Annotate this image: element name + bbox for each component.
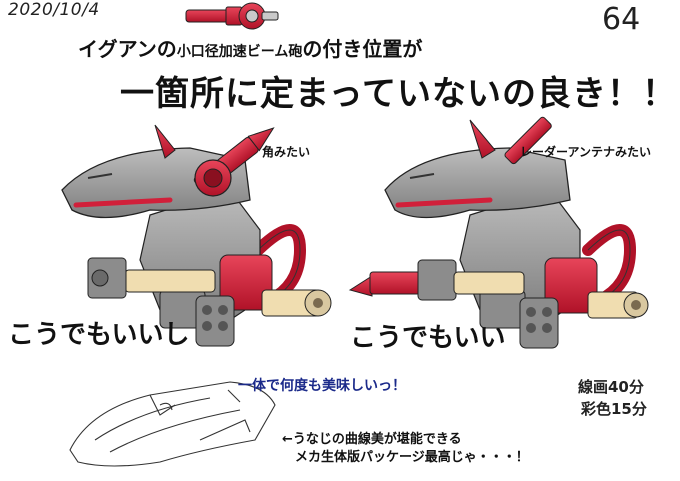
- blue-comment: 一体で何度も美味しいっ！: [238, 378, 406, 394]
- title-line-2: 一箇所に定まっていないの良き！！: [120, 74, 677, 114]
- package-sketch: [69, 381, 276, 467]
- iguan-left-drawing: [61, 124, 332, 347]
- beam-cannon-icon: [185, 2, 279, 30]
- title-line-1: イグアンの小口径加速ビーム砲の付き位置が: [78, 33, 422, 62]
- caption-radar: レーダーアンテナみたい: [520, 145, 652, 159]
- page-number: 64: [602, 2, 641, 37]
- caption-right-big: こうでもいい: [350, 323, 506, 353]
- note-line-1: ←うなじの曲線美が堪能できる: [282, 432, 462, 447]
- date-label: 2020/10/4: [8, 0, 100, 20]
- coloring-time: 彩色15分: [581, 400, 647, 418]
- iguan-right-drawing: [348, 116, 649, 349]
- title-line-1-small: 小口径加速ビーム砲: [176, 44, 303, 60]
- caption-left-big: こうでもいいし: [8, 320, 190, 350]
- title-line-1-suffix: の付き位置が: [302, 37, 423, 61]
- title-line-1-prefix: イグアンの: [78, 37, 177, 61]
- note-line-2: メカ生体版パッケージ最高じゃ・・・！: [295, 450, 529, 465]
- caption-horn: 角みたい: [262, 145, 311, 159]
- lineart-time: 線画40分: [578, 378, 644, 396]
